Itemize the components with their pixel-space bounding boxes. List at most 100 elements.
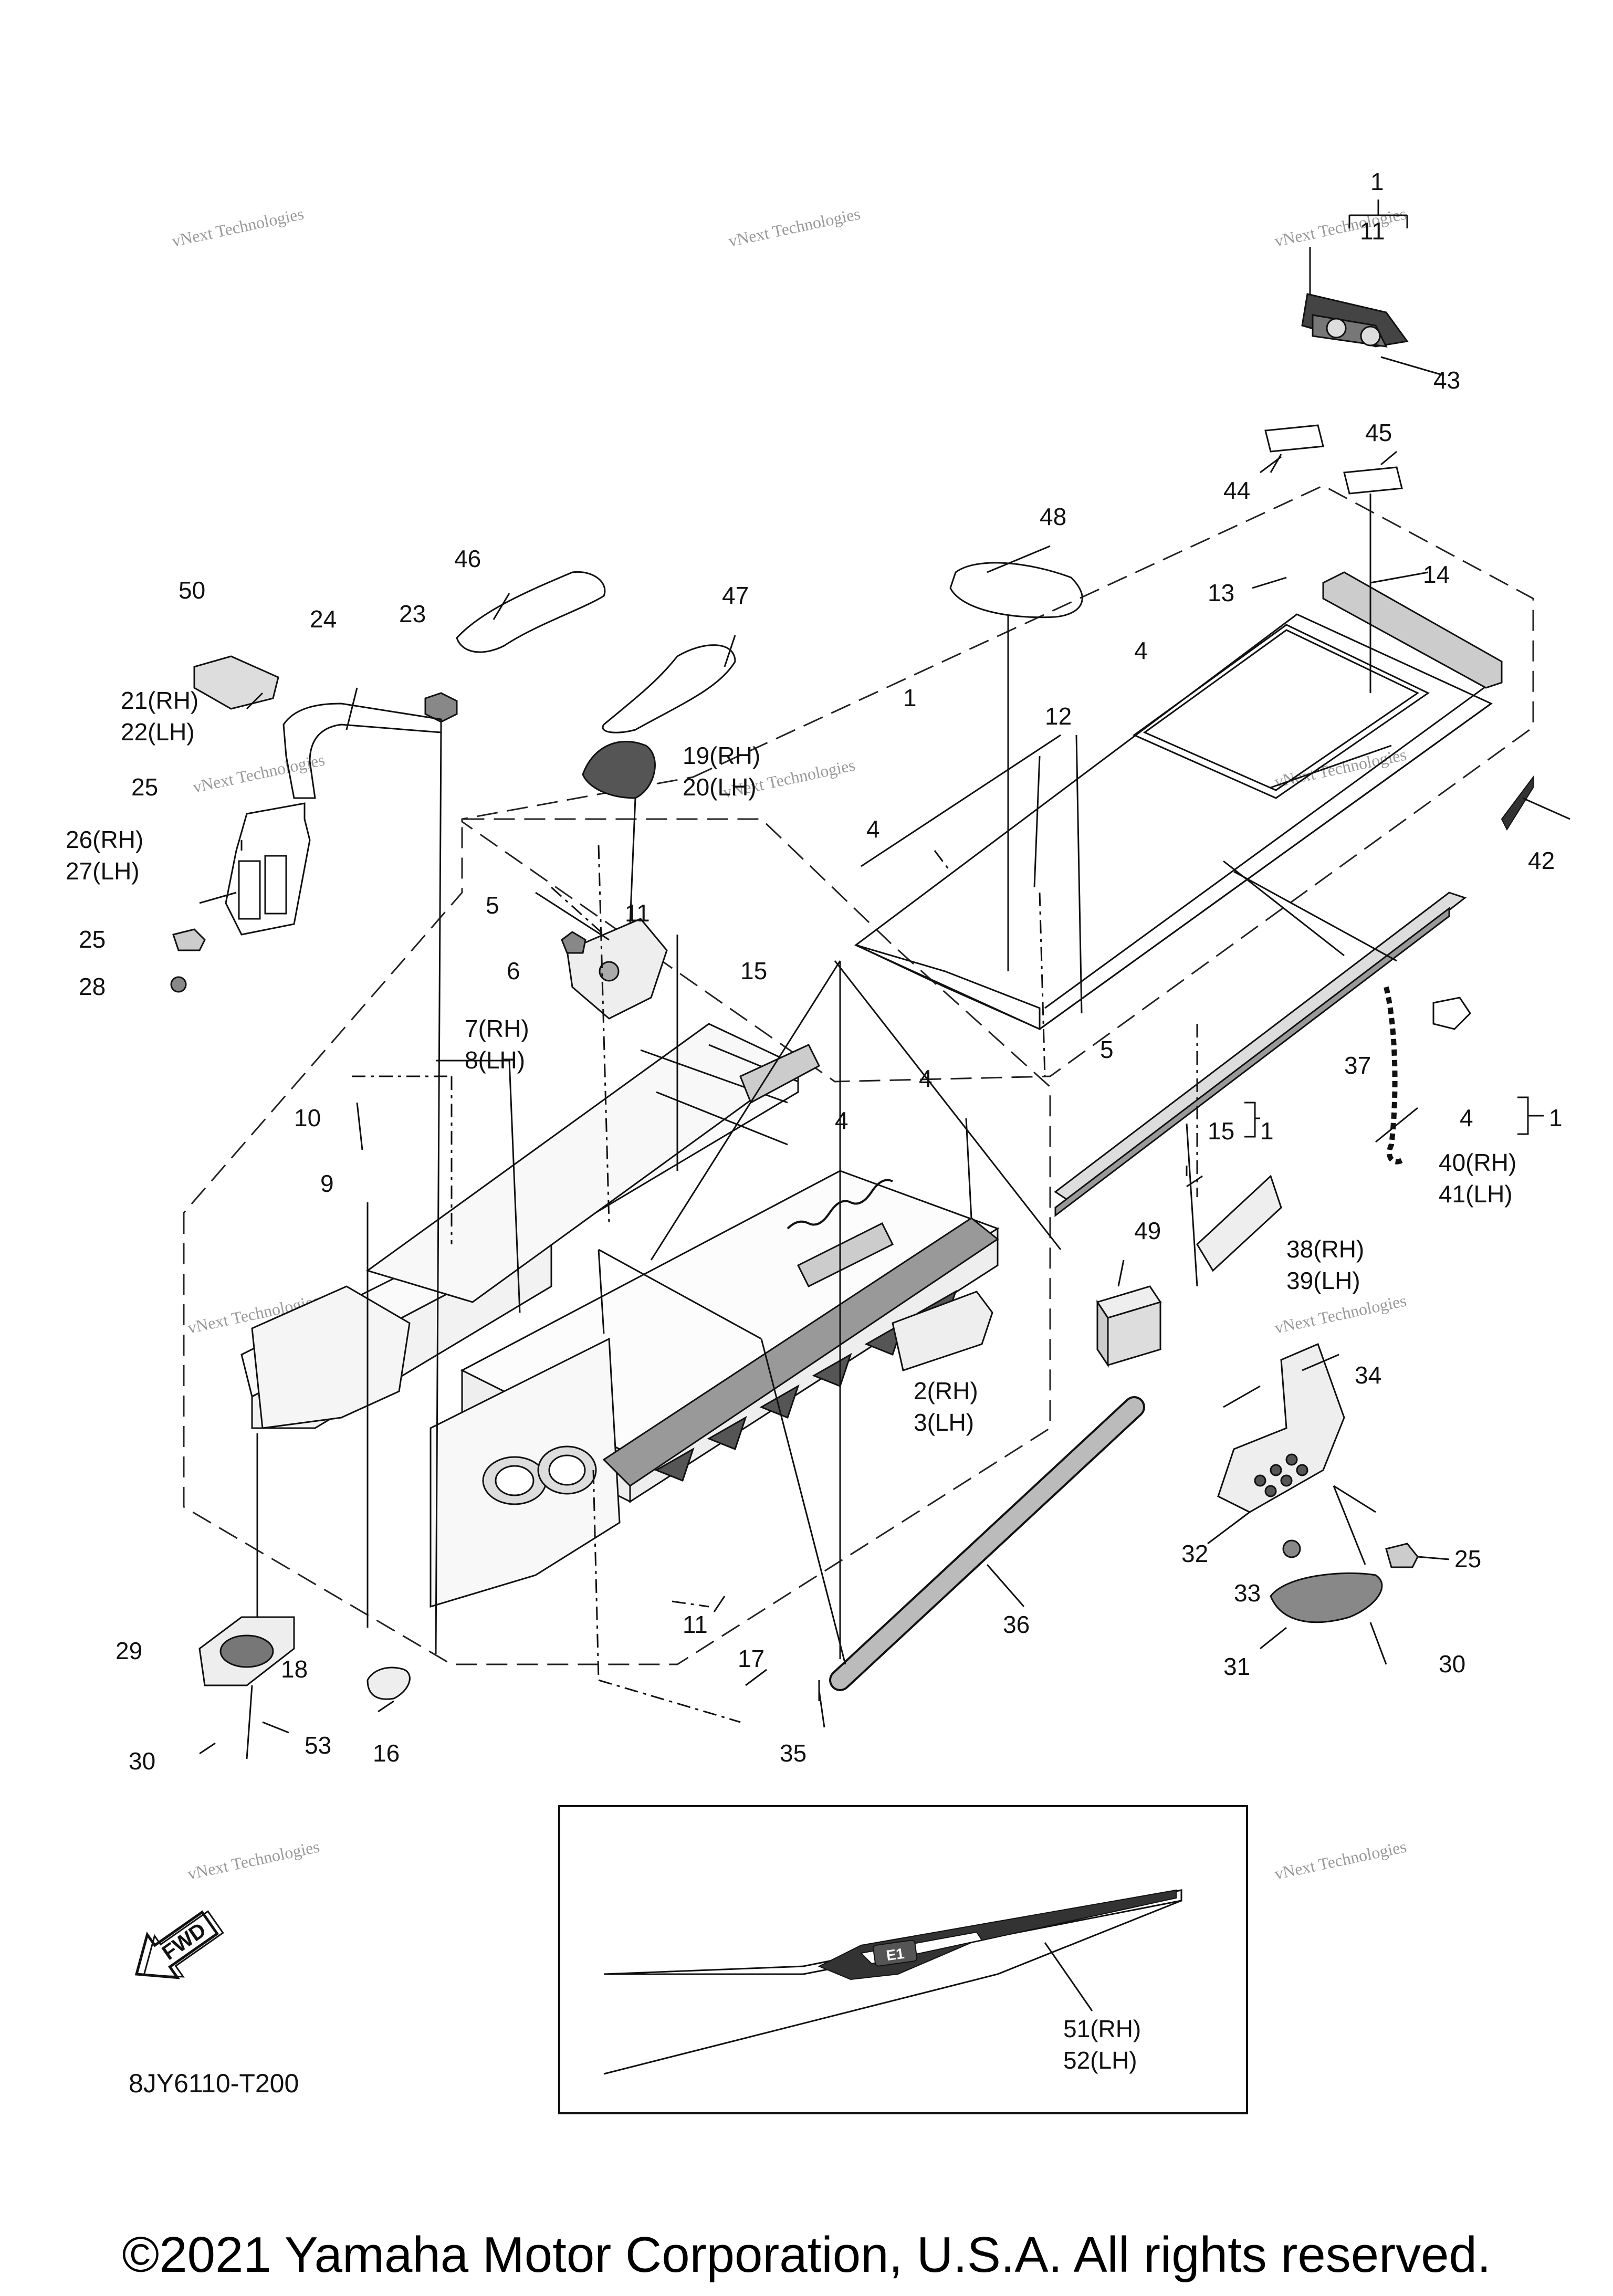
callout-c5b: 5 xyxy=(1100,1036,1114,1063)
callout-c32: 32 xyxy=(1181,1540,1208,1567)
callout-c12: 12 xyxy=(1045,703,1072,730)
watermark: vNext Technologies xyxy=(1273,1837,1408,1883)
callout-c24: 24 xyxy=(310,605,337,633)
footrest-32 xyxy=(1217,1343,1345,1513)
rail-37 xyxy=(1054,892,1467,1218)
plate-38-39 xyxy=(1196,1175,1282,1272)
callout-c53: 53 xyxy=(305,1732,331,1759)
callout-c33: 33 xyxy=(1234,1579,1261,1607)
decal-51-52 xyxy=(603,1889,1182,1975)
nut-25c xyxy=(1385,1543,1419,1568)
diagram-code: 8JY6110-T200 xyxy=(129,2069,299,2098)
callout-c14: 14 xyxy=(1423,561,1450,588)
callout-c21: 21(RH) xyxy=(121,687,198,714)
watermark: vNext Technologies xyxy=(1273,745,1408,791)
callout-c4c: 4 xyxy=(919,1065,933,1092)
rear-bumper-43 xyxy=(1301,247,1409,348)
callout-c20: 20(LH) xyxy=(683,773,757,801)
callout-c15a: 15 xyxy=(740,957,767,984)
callout-c6: 6 xyxy=(507,957,520,984)
decal-inset: E1 xyxy=(558,1805,1248,2114)
chassis-tunnel xyxy=(240,1023,1000,1608)
bracket-26-27 xyxy=(225,802,311,936)
nut-25 xyxy=(172,928,206,951)
watermark: vNext Technologies xyxy=(191,750,327,796)
callout-c44: 44 xyxy=(1223,477,1250,504)
callout-c13: 13 xyxy=(1208,579,1234,606)
callout-c49: 49 xyxy=(1134,1217,1161,1244)
callout-c35: 35 xyxy=(780,1739,806,1767)
callout-c25b: 25 xyxy=(79,926,106,953)
assembly-outlines xyxy=(183,485,1534,1665)
pad-47 xyxy=(602,644,736,733)
callout-c8: 8(LH) xyxy=(465,1046,525,1074)
seat-area-outline xyxy=(461,485,1534,1083)
callout-c2: 2(RH) xyxy=(914,1377,978,1404)
callout-c16: 16 xyxy=(373,1739,400,1767)
callout-c52: 52(LH) xyxy=(1063,2047,1137,2074)
callout-c18: 18 xyxy=(281,1655,308,1683)
callout-c30a: 30 xyxy=(1439,1650,1465,1678)
decal-lower-edge xyxy=(603,1900,1182,2075)
boot-19-20 xyxy=(582,740,656,799)
callout-c11c: 11 xyxy=(683,1611,708,1638)
plate-2-3 xyxy=(892,1291,993,1371)
watermark: vNext Technologies xyxy=(1273,204,1408,250)
callout-c51: 51(RH) xyxy=(1063,2015,1141,2042)
block-49 xyxy=(1096,1285,1162,1368)
callout-c1: 1 xyxy=(1370,168,1384,195)
decal-badge-text: E1 xyxy=(885,1945,905,1964)
pad-46 xyxy=(456,571,606,653)
callouts: 1 11 43 44 45 48 46 47 50 24 23 13 14 4 … xyxy=(66,168,1563,2074)
callout-c22: 22(LH) xyxy=(121,718,195,746)
callout-c4e: 4 xyxy=(1460,1104,1473,1131)
bolt-24 xyxy=(345,687,358,730)
callout-c43: 43 xyxy=(1433,366,1460,394)
callout-c4b: 4 xyxy=(866,815,880,843)
bolt-33 xyxy=(1282,1539,1301,1558)
callout-c36: 36 xyxy=(1003,1611,1030,1638)
copyright-notice: ©2021 Yamaha Motor Corporation, U.S.A. A… xyxy=(122,2227,1491,2283)
callout-c3: 3(LH) xyxy=(914,1409,974,1436)
callout-c1d: 1 xyxy=(1260,1117,1274,1145)
callout-c9: 9 xyxy=(320,1170,334,1197)
tunnel-outline xyxy=(183,818,1051,1665)
callout-c41: 41(LH) xyxy=(1439,1180,1513,1208)
callout-c29: 29 xyxy=(116,1637,142,1664)
nut-6 xyxy=(561,931,586,954)
callout-c42: 42 xyxy=(1528,847,1555,874)
callout-c4a: 4 xyxy=(1134,637,1148,664)
plate-29 xyxy=(198,1616,295,1686)
callout-c26: 26(RH) xyxy=(66,826,143,853)
callout-c4d: 4 xyxy=(835,1107,849,1134)
callout-c47: 47 xyxy=(722,582,749,609)
step-31 xyxy=(1270,1572,1383,1623)
bracket-14 xyxy=(1322,571,1503,689)
callout-c50: 50 xyxy=(179,576,205,604)
callout-c38: 38(RH) xyxy=(1286,1235,1364,1263)
bracket-7-8 xyxy=(566,918,668,1020)
watermark: vNext Technologies xyxy=(1273,1291,1408,1337)
callout-c5a: 5 xyxy=(486,892,499,919)
pad-45 xyxy=(1343,466,1403,495)
watermark: vNext Technologies xyxy=(170,204,306,250)
callout-c27: 27(LH) xyxy=(66,857,140,885)
bracket-21-22 xyxy=(282,703,442,799)
callout-c45: 45 xyxy=(1365,419,1392,446)
callout-c23: 23 xyxy=(399,600,426,627)
callout-c48: 48 xyxy=(1040,503,1066,530)
pad-44 xyxy=(1264,424,1324,453)
callout-c17: 17 xyxy=(738,1645,764,1672)
callout-c30b: 30 xyxy=(129,1747,155,1775)
callout-c40: 40(RH) xyxy=(1439,1149,1516,1176)
reflector-42 xyxy=(1501,775,1534,831)
strap-40-41 xyxy=(1384,986,1403,1165)
plate-16 xyxy=(366,1666,411,1700)
callout-c15b: 15 xyxy=(1208,1117,1234,1145)
callout-c39: 39(LH) xyxy=(1286,1267,1360,1294)
watermarks: vNext Technologies vNext Technologies vN… xyxy=(170,204,1408,1883)
callout-c10: 10 xyxy=(294,1104,321,1131)
rod-36 xyxy=(829,1396,1145,1691)
bolt-28 xyxy=(170,976,187,993)
